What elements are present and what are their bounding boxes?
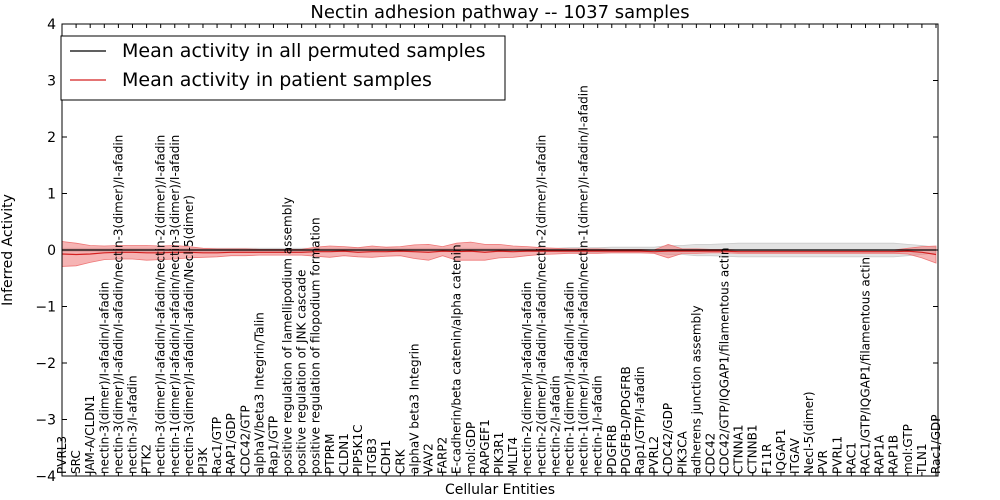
x-tick-label: positive regulation of JNK cascade <box>295 270 309 474</box>
band-series-1 <box>61 241 937 267</box>
line-series-1 <box>61 250 937 256</box>
x-tick-label: adherens junction assembly <box>689 305 703 474</box>
x-tick-label: CDC42 <box>704 433 718 474</box>
x-tick-label: nectin-2(dimer)/I-afadin/I-afadin <box>520 282 534 474</box>
x-tick-label: nectin-3/I-afadin <box>126 375 140 474</box>
x-tick-label: PVR <box>816 450 830 474</box>
legend-label-patient: Mean activity in patient samples <box>122 69 432 91</box>
x-tick-label: SRC <box>69 450 83 474</box>
x-tick-label: RAC1 <box>844 442 858 474</box>
x-tick-label: Necl-5(dimer) <box>802 391 816 474</box>
x-tick-label: JAM-A/CLDN1 <box>83 395 97 475</box>
x-tick-label: mol:GDP <box>464 422 478 474</box>
x-tick-label: nectin-3(dimer)/I-afadin/I-afadin/Necl-5… <box>182 195 196 474</box>
y-tick-label: −4 <box>35 469 56 485</box>
x-tick-label: PIK3R1 <box>492 432 506 474</box>
y-tick-label: 3 <box>47 74 56 90</box>
x-tick-label: CDC42/GDP <box>661 403 675 474</box>
x-tick-label: E-cadherin/beta catenin/alpha catenin <box>450 244 464 474</box>
x-tick-label: PIK3CA <box>675 430 689 474</box>
y-tick-label: 4 <box>47 17 56 33</box>
y-axis: −4 −3 −2 −1 0 1 2 3 4 <box>35 17 938 485</box>
legend-label-permuted: Mean activity in all permuted samples <box>122 40 485 62</box>
x-tick-label: nectin-1(dimer)/I-afadin/I-afadin/nectin… <box>577 85 591 474</box>
x-tick-label: CLDN1 <box>337 433 351 474</box>
x-tick-label: RAP1/GDP <box>224 413 238 474</box>
y-tick-label: 0 <box>47 243 56 259</box>
x-tick-label: PTPRM <box>323 434 337 475</box>
x-tick-label: nectin-1(dimer)/I-afadin/I-afadin <box>563 282 577 474</box>
x-tick-label: alphaV beta3 Integrin <box>407 343 421 474</box>
y-tick-label: −3 <box>35 413 56 429</box>
x-tick-label: RAPGEF1 <box>478 419 492 474</box>
y-tick-label: 1 <box>47 187 56 203</box>
x-tick-label: mol:GTP <box>901 424 915 474</box>
x-tick-label: nectin-2(dimer)/I-afadin/I-afadin/nectin… <box>534 135 548 474</box>
series-lines <box>61 249 937 256</box>
x-tick-label: RAP1A <box>873 434 887 474</box>
x-tick-label: PVRL2 <box>647 436 661 474</box>
x-tick-label: nectin-1/I-afadin <box>591 375 605 474</box>
x-tick-label: F11R <box>760 443 774 474</box>
x-tick-label: PDGFRB <box>605 425 619 474</box>
x-tick-label: nectin-3(dimer)/I-afadin/I-afadin <box>97 282 111 474</box>
x-tick-label: CTNNA1 <box>732 424 746 474</box>
x-tick-label: PVRL3 <box>55 436 69 474</box>
x-tick-label: PDGFB-D/PDGFRB <box>619 366 633 474</box>
x-tick-label: nectin-1(dimer)/I-afadin/I-afadin/nectin… <box>168 135 182 474</box>
y-tick-label: 2 <box>47 130 56 146</box>
x-tick-label: PIP5K1C <box>351 424 365 474</box>
x-axis-label: Cellular Entities <box>445 482 555 498</box>
x-tick-label: positive regulation of lamellipodium ass… <box>281 197 295 474</box>
x-tick-label: CDC42/GTP <box>238 405 252 474</box>
x-tick-label: CDH1 <box>379 440 393 474</box>
x-tick-label: IQGAP1 <box>774 429 788 474</box>
x-tick-label: positive regulation of filopodium format… <box>309 217 323 474</box>
x-tick-label: Rac1/GDP <box>929 415 943 474</box>
chart-title: Nectin adhesion pathway -- 1037 samples <box>310 2 689 23</box>
x-tick-label: Rap1/GTP/I-afadin <box>633 366 647 474</box>
x-tick-label: ITGB3 <box>365 438 379 474</box>
x-tick-label: ITGAV <box>788 437 802 474</box>
x-tick-label: PTK2 <box>140 444 154 474</box>
x-tick-label: Rap1/GTP <box>267 416 281 474</box>
x-tick-label: RAP1B <box>887 435 901 474</box>
x-tick-label: RAC1/GTP/IQGAP1/filamentous actin <box>859 257 873 474</box>
legend: Mean activity in all permuted samples Me… <box>60 35 506 101</box>
x-tick-label: MLLT4 <box>506 437 520 474</box>
x-tick-label: PVRL1 <box>830 436 844 474</box>
x-tick-label: TLN1 <box>915 443 929 475</box>
legend-box <box>60 35 506 101</box>
x-tick-label: Rac1/GTP <box>210 417 224 474</box>
y-tick-label: −2 <box>35 356 56 372</box>
x-tick-label: nectin-2/I-afadin <box>548 375 562 474</box>
x-tick-label: FARP2 <box>436 437 450 474</box>
x-tick-label: alphaV/beta3 Integrin/Talin <box>252 312 266 474</box>
x-tick-label: VAV2 <box>422 443 436 474</box>
x-tick-label: PI3K <box>196 447 210 474</box>
x-tick-label: CRK <box>393 448 407 474</box>
y-axis-label: Inferred Activity <box>0 194 16 306</box>
x-tick-label: nectin-3(dimer)/I-afadin/I-afadin/nectin… <box>154 135 168 474</box>
x-tick-label: CTNNB1 <box>746 424 760 474</box>
x-tick-label: nectin-3(dimer)/I-afadin/I-afadin/nectin… <box>111 135 125 474</box>
x-tick-label: CDC42/GTP/IQGAP1/filamentous actin <box>718 248 732 474</box>
y-tick-label: −1 <box>35 300 56 316</box>
